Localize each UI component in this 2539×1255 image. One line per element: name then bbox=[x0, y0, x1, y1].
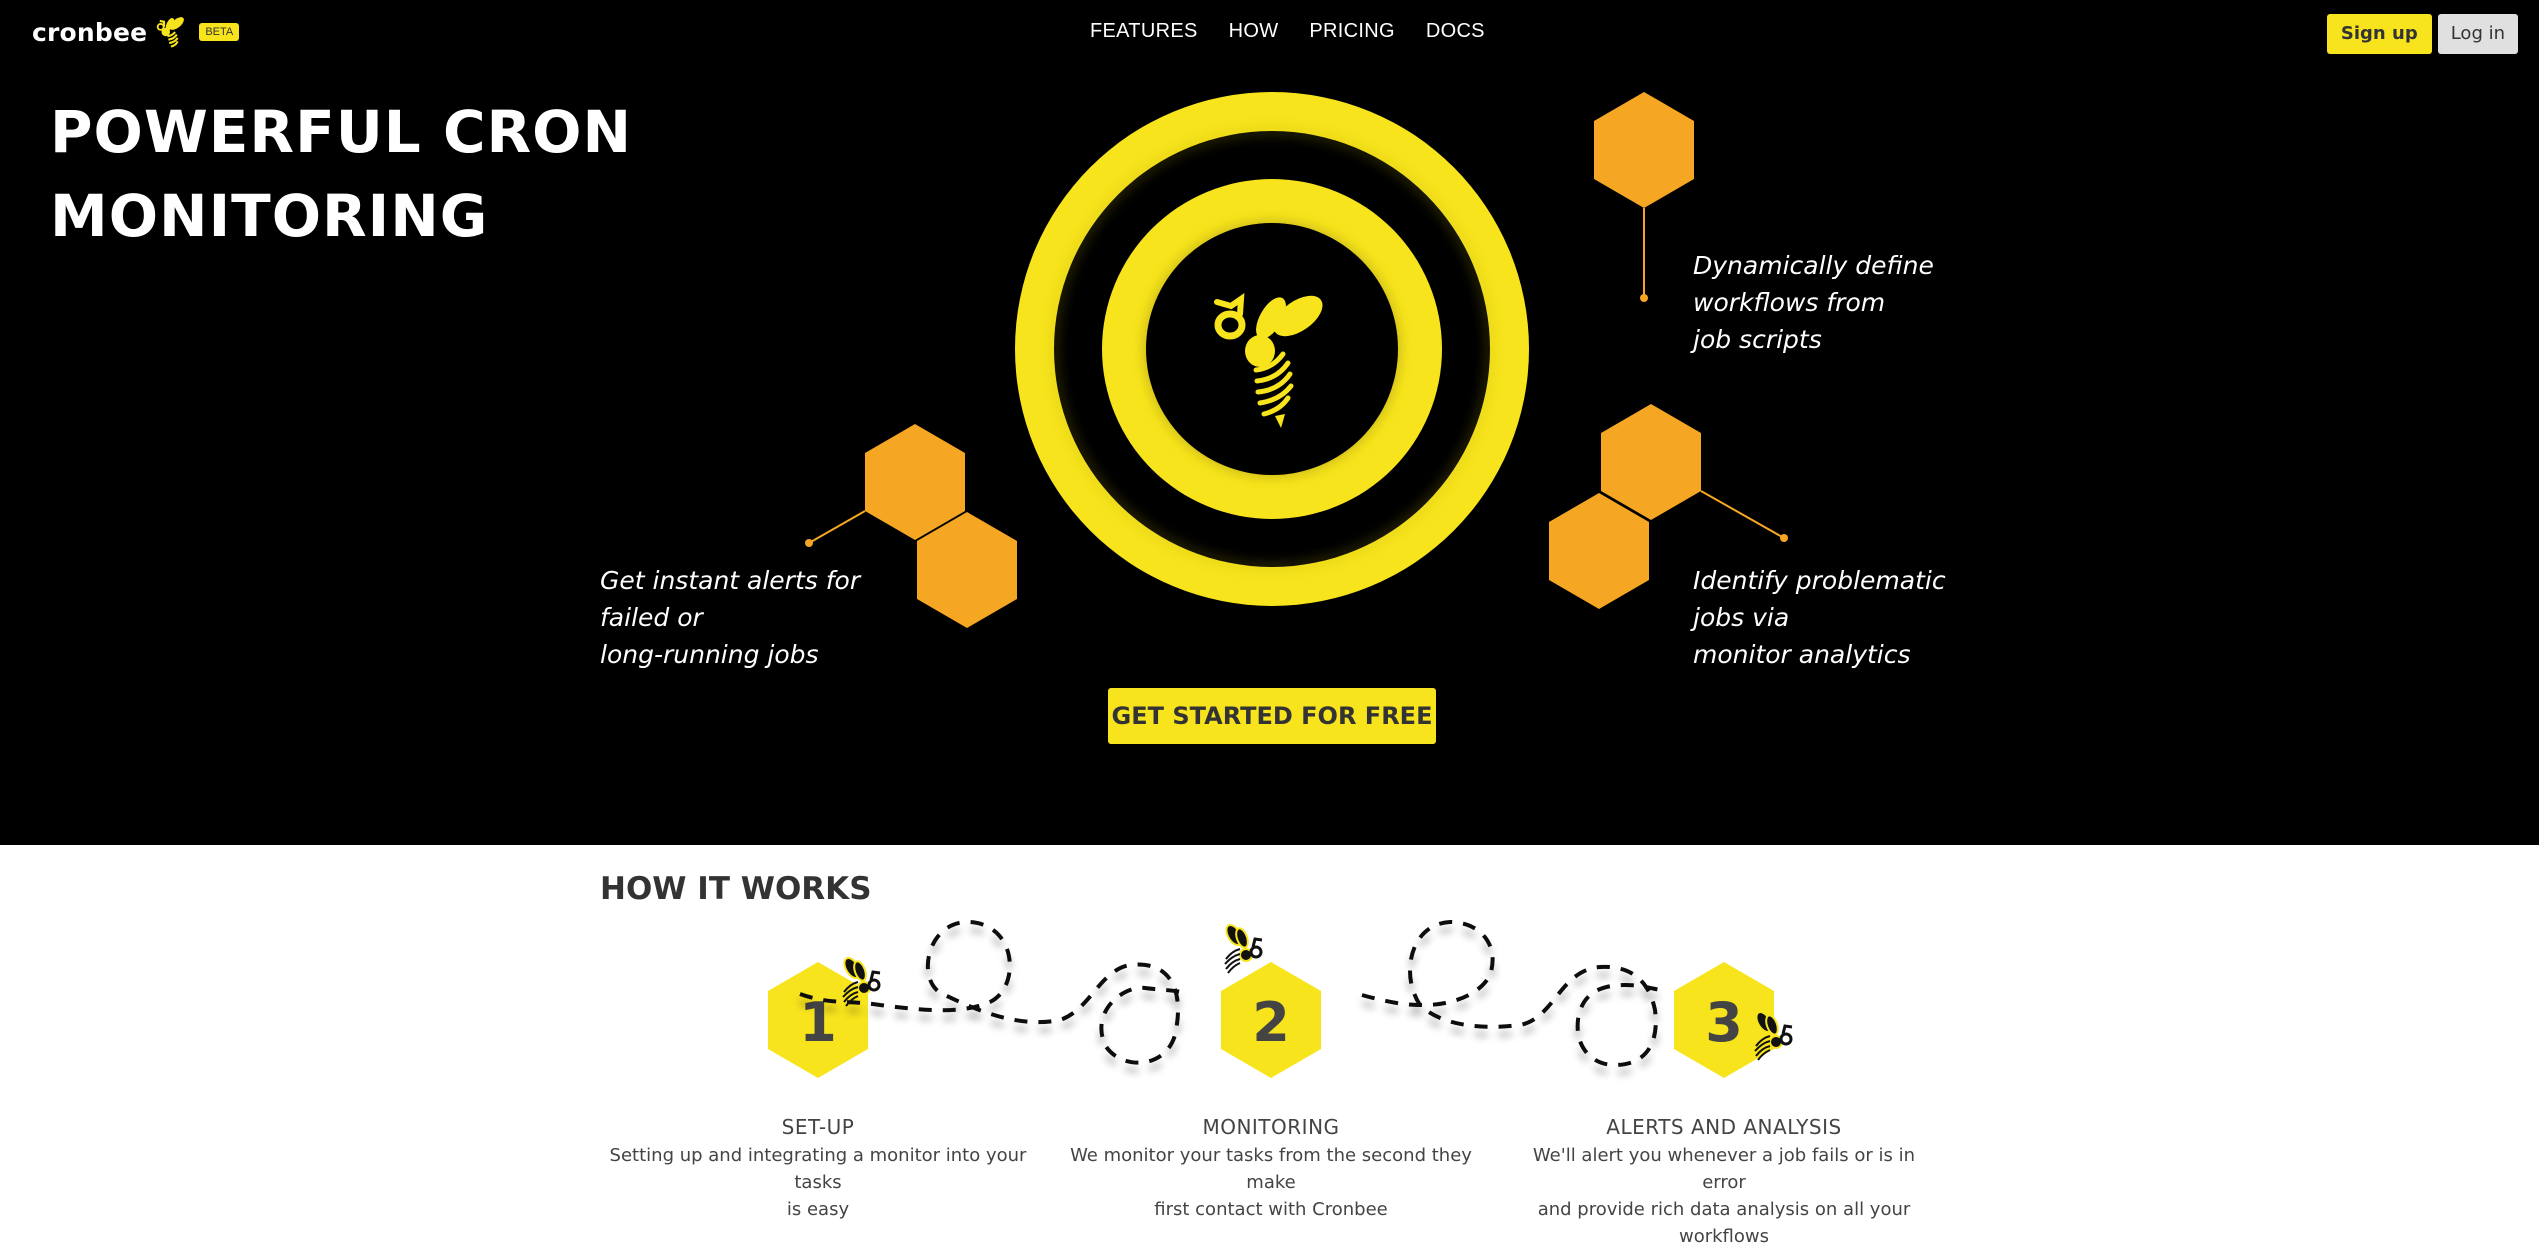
flight-path-2 bbox=[1361, 919, 1661, 1068]
nav-link-docs[interactable]: DOCS bbox=[1425, 20, 1485, 42]
bee-logo-icon bbox=[157, 17, 185, 48]
step-desc-line: workflows bbox=[1678, 1226, 1769, 1247]
hero-title-line-2: MONITORING bbox=[50, 182, 489, 250]
nav-link-how[interactable]: HOW bbox=[1228, 20, 1279, 42]
step-alerts-analysis: ALERTS AND ANALYSIS We'll alert you when… bbox=[1510, 1115, 1938, 1250]
step-desc-line: is easy bbox=[786, 1199, 850, 1220]
hero-title: POWERFUL CRON MONITORING bbox=[50, 90, 632, 258]
auth-buttons: Sign up Log in bbox=[2326, 14, 2518, 54]
target-rings-graphic bbox=[1015, 92, 1529, 606]
bee-icon bbox=[839, 953, 882, 1008]
step-title: ALERTS AND ANALYSIS bbox=[1606, 1115, 1842, 1139]
feature-text-line: Dynamically define bbox=[1693, 251, 1934, 280]
bee-icon bbox=[1221, 920, 1264, 975]
top-nav: cronbee BETA FEATURES HOW PRICING DOCS S… bbox=[0, 0, 2539, 66]
step-3-hexagon bbox=[1674, 962, 1774, 1078]
feature-text-line: workflows from bbox=[1693, 288, 1886, 317]
how-it-works-heading: HOW IT WORKS bbox=[600, 871, 872, 907]
feature-text-line: job scripts bbox=[1693, 325, 1822, 354]
step-setup: SET-UP Setting up and integrating a moni… bbox=[600, 1115, 1036, 1223]
feature-text-line: monitor analytics bbox=[1693, 640, 1911, 669]
step-description: We'll alert you whenever a job fails or … bbox=[1510, 1142, 1938, 1250]
brand-logo[interactable]: cronbee BETA bbox=[32, 14, 240, 50]
step-desc-line: We monitor your tasks from the second th… bbox=[1070, 1145, 1472, 1193]
bee-icon bbox=[1751, 1007, 1794, 1062]
step-title: SET-UP bbox=[781, 1115, 855, 1139]
beta-badge: BETA bbox=[199, 23, 240, 41]
hero-title-line-1: POWERFUL CRON bbox=[50, 98, 633, 166]
step-desc-line: and provide rich data analysis on all yo… bbox=[1537, 1199, 1911, 1220]
feature-text-line: Identify problematic bbox=[1693, 566, 1946, 595]
login-button[interactable]: Log in bbox=[2437, 14, 2518, 54]
nav-link-features[interactable]: FEATURES bbox=[1090, 20, 1198, 42]
brand-name: cronbee bbox=[32, 17, 148, 47]
step-1-number: 1 bbox=[799, 991, 837, 1054]
step-description: Setting up and integrating a monitor int… bbox=[600, 1142, 1036, 1223]
step-3-number: 3 bbox=[1705, 991, 1743, 1054]
feature-text-line: long-running jobs bbox=[600, 640, 819, 669]
step-2-number: 2 bbox=[1252, 991, 1290, 1054]
step-monitoring: MONITORING We monitor your tasks from th… bbox=[1050, 1115, 1492, 1223]
hexagon-icon bbox=[917, 512, 1017, 628]
nav-link-pricing[interactable]: PRICING bbox=[1309, 20, 1395, 42]
step-desc-line: Setting up and integrating a monitor int… bbox=[609, 1145, 1027, 1193]
bee-icon bbox=[1214, 292, 1323, 428]
feature-text-line: Get instant alerts for bbox=[600, 566, 861, 595]
step-desc-line: We'll alert you whenever a job fails or … bbox=[1532, 1145, 1916, 1193]
feature-text-line: jobs via bbox=[1693, 603, 1790, 632]
hexagon-icon bbox=[865, 424, 965, 540]
hexagon-icon bbox=[1594, 92, 1694, 208]
feature-workflows: Dynamically define workflows from job sc… bbox=[1693, 247, 1934, 358]
feature-text-line: failed or bbox=[600, 603, 703, 632]
feature-alerts: Get instant alerts for failed or long-ru… bbox=[600, 562, 860, 673]
hero-section: cronbee BETA FEATURES HOW PRICING DOCS S… bbox=[0, 0, 2539, 845]
nav-links: FEATURES HOW PRICING DOCS bbox=[1090, 20, 1485, 43]
step-1-hexagon bbox=[768, 962, 868, 1078]
hexagon-icon bbox=[1549, 493, 1649, 609]
step-description: We monitor your tasks from the second th… bbox=[1050, 1142, 1492, 1223]
flight-path-1 bbox=[799, 919, 1186, 1065]
signup-button[interactable]: Sign up bbox=[2326, 14, 2432, 54]
feature-analytics: Identify problematic jobs via monitor an… bbox=[1693, 562, 1946, 673]
step-desc-line: first contact with Cronbee bbox=[1154, 1199, 1388, 1220]
step-2-hexagon bbox=[1221, 962, 1321, 1078]
hexagon-icon bbox=[1601, 404, 1701, 520]
step-title: MONITORING bbox=[1202, 1115, 1340, 1139]
get-started-button[interactable]: GET STARTED FOR FREE bbox=[1108, 688, 1436, 744]
